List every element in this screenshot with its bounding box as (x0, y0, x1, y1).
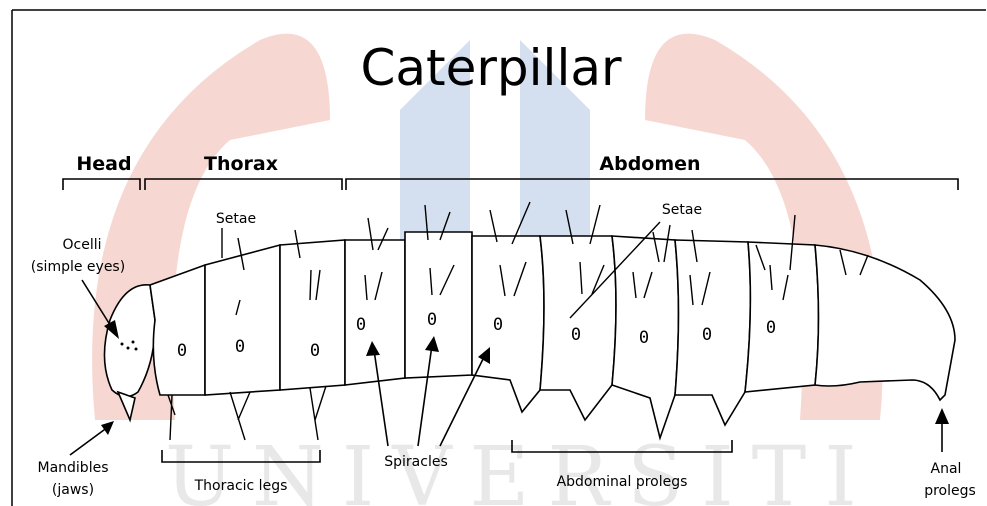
abdomen-terminal-segment (815, 245, 955, 400)
spiracle-9: 0 (702, 325, 712, 345)
label-setae-thorax: Setae (216, 211, 256, 227)
abdomen-segment-2 (405, 232, 472, 378)
spiracle-6: 0 (493, 315, 503, 335)
label-mandibles-line2: (jaws) (52, 482, 94, 498)
abdomen-segment-1 (345, 240, 405, 385)
spiracle-4: 0 (356, 315, 366, 335)
label-anal-line2: prolegs (924, 483, 976, 499)
label-abdominal-prolegs: Abdominal prolegs (557, 474, 688, 490)
diagram-title: Caterpillar (360, 39, 622, 97)
label-setae-abdomen: Setae (662, 202, 702, 218)
spiracle-8: 0 (639, 328, 649, 348)
spiracle-3: 0 (310, 341, 320, 361)
mandibles-arrow-shaft (70, 427, 108, 455)
segment-label-abdomen: Abdomen (599, 153, 700, 175)
segment-label-head: Head (76, 153, 131, 175)
segment-label-thorax: Thorax (204, 153, 278, 175)
spiracle-10: 0 (766, 318, 776, 338)
abdomen-segment-3 (472, 236, 544, 412)
anal-prolegs-arrowhead (935, 408, 949, 424)
label-mandibles-line1: Mandibles (38, 460, 109, 476)
spiracle-7: 0 (571, 325, 581, 345)
spiracle-2: 0 (235, 337, 245, 357)
label-anal-line1: Anal (931, 461, 962, 477)
abdomen-segment-6 (675, 240, 750, 425)
watermark-text: UNIVERSITI (165, 430, 875, 506)
thorax-segment-3 (280, 240, 345, 390)
thorax-segment-1 (150, 265, 205, 395)
mandibles-arrowhead (101, 421, 114, 435)
label-spiracles: Spiracles (384, 454, 448, 470)
label-thoracic-legs: Thoracic legs (194, 478, 288, 494)
spiracle-1: 0 (177, 341, 187, 361)
thorax-segment-2 (205, 245, 280, 395)
spiracle-5: 0 (427, 310, 437, 330)
abdomen-segment-7 (745, 242, 819, 392)
label-ocelli-line2: (simple eyes) (31, 259, 125, 275)
label-ocelli-line1: Ocelli (63, 237, 102, 253)
